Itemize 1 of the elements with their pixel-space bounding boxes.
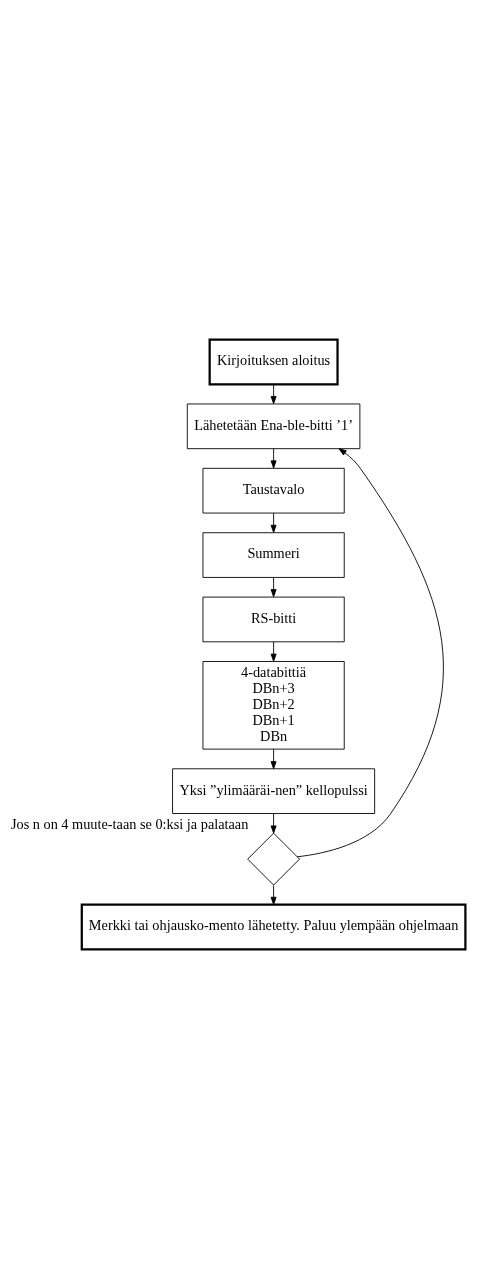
node-label: Jos n on 4 muute-taan se 0:ksi ja palataan — [10, 815, 249, 832]
